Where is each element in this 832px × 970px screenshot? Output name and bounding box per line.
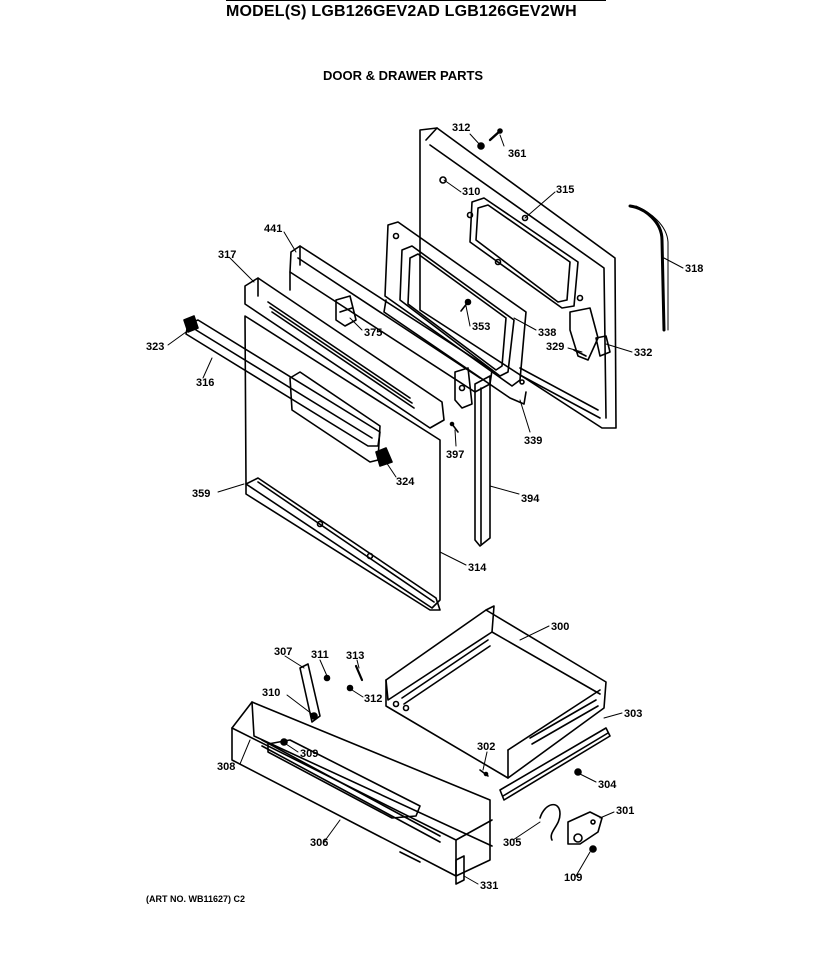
part-label-316: 316	[196, 377, 214, 389]
part-label-304: 304	[598, 779, 617, 791]
part-labels: 312 361 310 315 441 317 318 323 316 375 …	[146, 122, 703, 892]
door-shield	[383, 299, 527, 405]
drawer-rail	[499, 727, 611, 801]
part-label-315: 315	[556, 184, 574, 196]
part-label-309: 309	[300, 748, 318, 760]
leader-lines	[167, 133, 684, 885]
part-label-359: 359	[192, 488, 210, 500]
part-label-441: 441	[264, 223, 282, 235]
part-label-361: 361	[508, 148, 526, 160]
part-label-310: 310	[462, 186, 480, 198]
spring-305	[539, 803, 561, 841]
part-label-329: 329	[546, 341, 564, 353]
outer-door-glass	[244, 315, 441, 609]
part-label-300: 300	[551, 621, 569, 633]
part-label-338: 338	[538, 327, 556, 339]
screw-397	[449, 421, 459, 433]
drawer-bracket-301	[567, 811, 603, 845]
door-bottom-trim	[245, 477, 441, 611]
clip-353	[460, 298, 472, 312]
drawer-side-bracket	[299, 663, 321, 723]
bolt-304	[574, 768, 582, 776]
part-label-314: 314	[468, 562, 487, 574]
part-label-305: 305	[503, 837, 521, 849]
inner-door-liner	[384, 221, 527, 387]
part-label-301: 301	[616, 805, 634, 817]
part-label-311: 311	[311, 649, 329, 661]
screw-302	[479, 769, 489, 777]
art-number: (ART NO. WB11627) C2	[146, 894, 246, 904]
drawer-body	[385, 605, 607, 779]
part-label-317: 317	[218, 249, 236, 261]
part-label-323: 323	[146, 341, 164, 353]
door-handle	[183, 315, 381, 447]
part-label-310-drawer: 310	[262, 687, 280, 699]
part-label-313: 313	[346, 650, 364, 662]
drawer-screws	[323, 664, 364, 692]
drawer-front	[231, 701, 493, 885]
part-label-303: 303	[624, 708, 642, 720]
section-title: DOOR & DRAWER PARTS	[323, 68, 484, 83]
part-label-324: 324	[396, 476, 415, 488]
part-label-339: 339	[524, 435, 542, 447]
part-label-331: 331	[480, 880, 498, 892]
part-label-332: 332	[634, 347, 652, 359]
part-label-353: 353	[472, 321, 490, 333]
outer-door-panel	[419, 127, 617, 429]
part-label-312: 312	[452, 122, 470, 134]
door-gasket	[628, 204, 669, 332]
part-label-397: 397	[446, 449, 464, 461]
part-label-308: 308	[217, 761, 235, 773]
part-label-375: 375	[364, 327, 382, 339]
part-label-306: 306	[310, 837, 328, 849]
page-title: MODEL(S) LGB126GEV2AD LGB126GEV2WH	[226, 3, 577, 20]
part-label-394: 394	[521, 493, 540, 505]
door-top-trim	[244, 277, 445, 429]
door-frame	[289, 245, 493, 547]
part-label-109: 109	[564, 872, 582, 884]
part-label-307: 307	[274, 646, 292, 658]
screw-312-top	[477, 128, 503, 150]
screw-109	[589, 845, 597, 853]
header-rule	[226, 0, 606, 1]
part-label-302: 302	[477, 741, 495, 753]
hinge-bracket	[569, 307, 611, 361]
part-label-312-drawer: 312	[364, 693, 382, 705]
part-label-318: 318	[685, 263, 703, 275]
